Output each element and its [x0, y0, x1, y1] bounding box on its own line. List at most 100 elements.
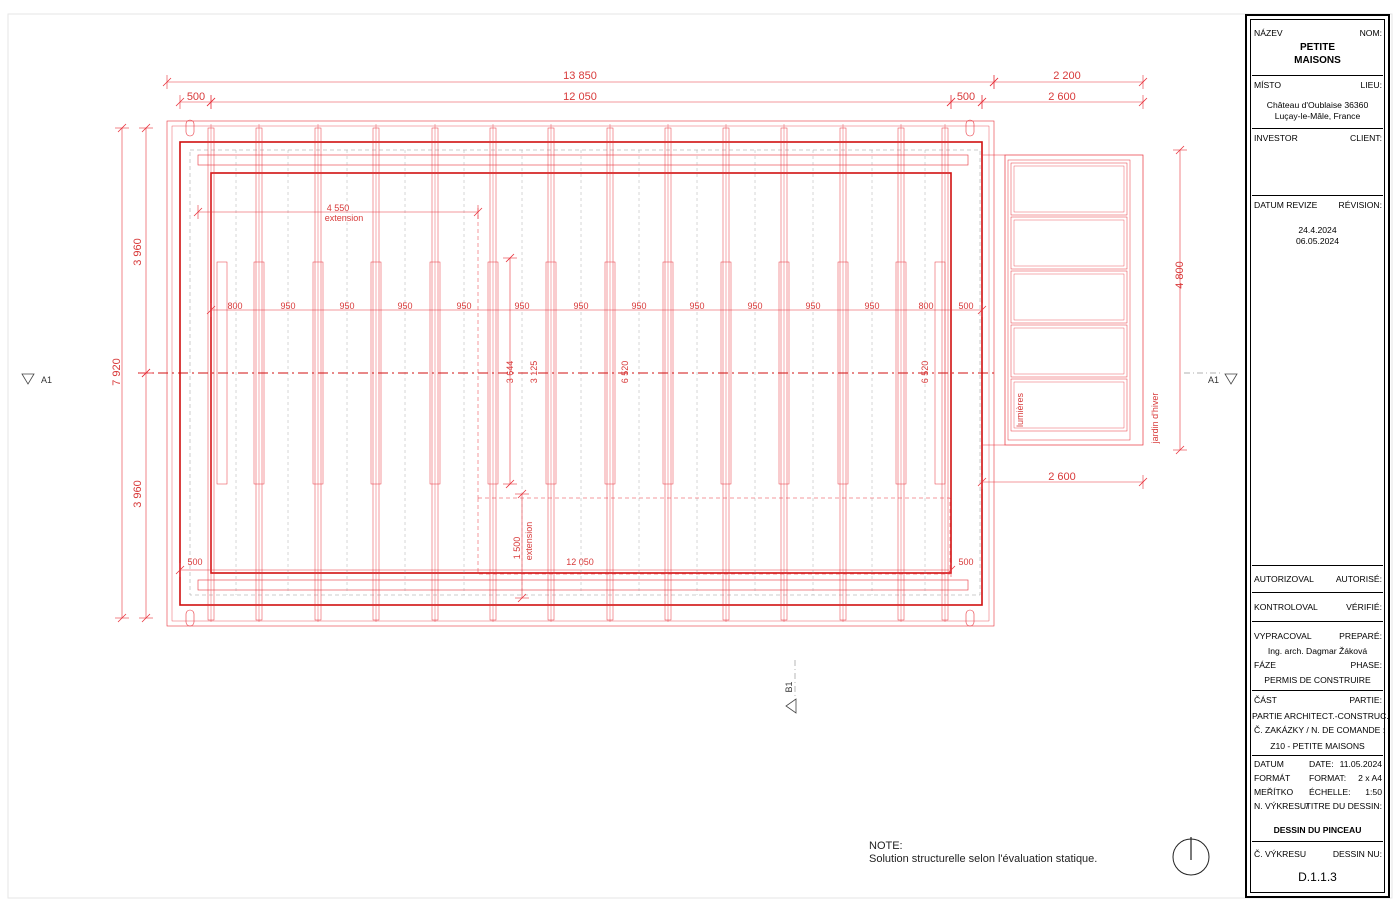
- skylight-panel: [1010, 216, 1128, 270]
- structure-layer: [138, 119, 1144, 627]
- skylight-panel-inner: [1013, 327, 1125, 375]
- dim-slash: [517, 489, 527, 499]
- title-block: NÁZEV NOM: PETITE MAISONS MÍSTO LIEU: Ch…: [1245, 14, 1390, 898]
- dim-slash: [175, 97, 185, 107]
- tb-kontroloval: KONTROLOVAL: [1254, 602, 1318, 612]
- skylight-panel-inner: [1013, 165, 1125, 213]
- dim-slash: [946, 565, 956, 575]
- tb-separator: [1252, 565, 1383, 566]
- tb-nazev: NÁZEV: [1254, 28, 1283, 38]
- section-marker-a-left: A1: [21, 373, 52, 385]
- tb-partie-value: PARTIE ARCHITECT.-CONSTRUC.: [1252, 711, 1389, 721]
- tb-faze: FÁZE: [1254, 660, 1276, 670]
- skylight-panel: [1010, 378, 1128, 432]
- tb-meritko: MEŘÍTKO: [1254, 787, 1294, 797]
- dim-slash: [977, 305, 987, 315]
- tb-n-vykresu: N. VÝKRESU/: [1254, 801, 1309, 811]
- dim-slash: [473, 207, 483, 217]
- dim-slash: [989, 77, 999, 87]
- top-beam: [197, 154, 969, 166]
- tb-drawing-title: DESSIN DU PINCEAU: [1273, 825, 1362, 835]
- north-arrow-icon: [1172, 837, 1210, 876]
- note-title: NOTE:: [869, 840, 903, 852]
- dim-slash: [517, 593, 527, 603]
- dim-slash: [1138, 97, 1148, 107]
- tb-phase: PHASE:: [1350, 660, 1382, 670]
- dim-beam-3644: 3 644: [505, 361, 515, 384]
- tb-autorise: AUTORISÉ:: [1335, 574, 1382, 584]
- tb-datum: DATUM: [1254, 759, 1284, 769]
- tb-format-cz: FORMÁT: [1254, 773, 1291, 783]
- spacing-label: 950: [631, 301, 646, 311]
- tb-date-value: 11.05.2024: [1339, 759, 1382, 769]
- spacing-label: 800: [227, 301, 242, 311]
- dim-left-500: 500: [187, 91, 205, 103]
- tb-format-value: 2 x A4: [1358, 773, 1382, 783]
- tb-autorizoval: AUTORIZOVAL: [1254, 574, 1314, 584]
- tb-client: CLIENT:: [1350, 133, 1382, 143]
- dim-slash: [977, 477, 987, 487]
- spacing-label: 950: [573, 301, 588, 311]
- tb-datum-revize: DATUM REVIZE: [1254, 200, 1318, 210]
- dim-slash: [141, 123, 151, 133]
- dim-right-500: 500: [957, 91, 975, 103]
- bottom-beam: [197, 579, 969, 591]
- tb-revision: RÉVISION:: [1338, 200, 1382, 210]
- spacing-label: 950: [689, 301, 704, 311]
- section-label-a-right: A1: [1208, 375, 1219, 385]
- dim-slash: [175, 565, 185, 575]
- section-label-b: B1: [784, 681, 794, 692]
- spacing-label: 500: [958, 301, 973, 311]
- tb-date-label: DATE:: [1309, 759, 1334, 769]
- spacing-label: 950: [747, 301, 762, 311]
- dim-slash: [117, 613, 127, 623]
- tb-separator: [1252, 621, 1383, 622]
- dim-slash: [162, 77, 172, 87]
- spacing-label: 800: [918, 301, 933, 311]
- tb-separator: [1252, 195, 1383, 196]
- dim-slash: [1175, 445, 1185, 455]
- dim-slash: [141, 368, 151, 378]
- dim-slash: [141, 613, 151, 623]
- dim-slash: [206, 305, 216, 315]
- dim-bottom-right-500: 500: [958, 557, 973, 567]
- skylight-panel: [1010, 270, 1128, 324]
- label-jardin: jardin d'hiver: [1150, 393, 1160, 445]
- tb-author: Ing. arch. Dagmar Žáková: [1267, 646, 1368, 656]
- dim-extension-bottom-value: 1 500: [512, 537, 522, 560]
- tb-separator: [1252, 841, 1383, 842]
- tb-cast: ČÁST: [1254, 695, 1277, 705]
- skylight-panel: [1010, 162, 1128, 216]
- dim-overall-right-top: 2 200: [1053, 70, 1081, 82]
- dim-garden-height: 4 800: [1174, 261, 1186, 289]
- skylight-panel-inner: [1013, 219, 1125, 267]
- skylight-panel-inner: [1013, 381, 1125, 429]
- end-cap: [965, 119, 975, 137]
- extension-zone-bottom: [477, 497, 951, 575]
- dim-garden-bottom: 2 600: [1048, 471, 1076, 483]
- winter-garden-outline: [1004, 154, 1144, 446]
- tb-drawing-number: D.1.1.3: [1298, 870, 1337, 884]
- skylight-panel-inner: [1013, 273, 1125, 321]
- dimension-layer: [115, 75, 1187, 623]
- dim-bottom-left-500: 500: [187, 557, 202, 567]
- note-text: Solution structurelle selon l'évaluation…: [869, 853, 1098, 865]
- tb-separator: [1252, 128, 1383, 129]
- tb-dessin-nu: DESSIN NU:: [1332, 849, 1382, 859]
- dim-slash: [193, 207, 203, 217]
- tb-investor: INVESTOR: [1254, 133, 1298, 143]
- tb-verifie: VÉRIFIÉ:: [1346, 602, 1382, 612]
- tb-rev-date1: 24.4.2024: [1298, 225, 1337, 235]
- tb-format-fr: FORMAT:: [1309, 773, 1347, 783]
- spacing-label: 950: [805, 301, 820, 311]
- dim-garden-top: 2 600: [1048, 91, 1076, 103]
- end-cap: [185, 609, 195, 627]
- skylight-panel: [1010, 324, 1128, 378]
- dim-slash: [1175, 145, 1185, 155]
- dim-slash: [977, 97, 987, 107]
- dim-height-upper: 3 960: [132, 238, 144, 266]
- spacing-label: 950: [864, 301, 879, 311]
- dim-slash: [117, 123, 127, 133]
- tb-zakazky: Č. ZAKÁZKY / N. DE COMANDE :: [1254, 725, 1386, 735]
